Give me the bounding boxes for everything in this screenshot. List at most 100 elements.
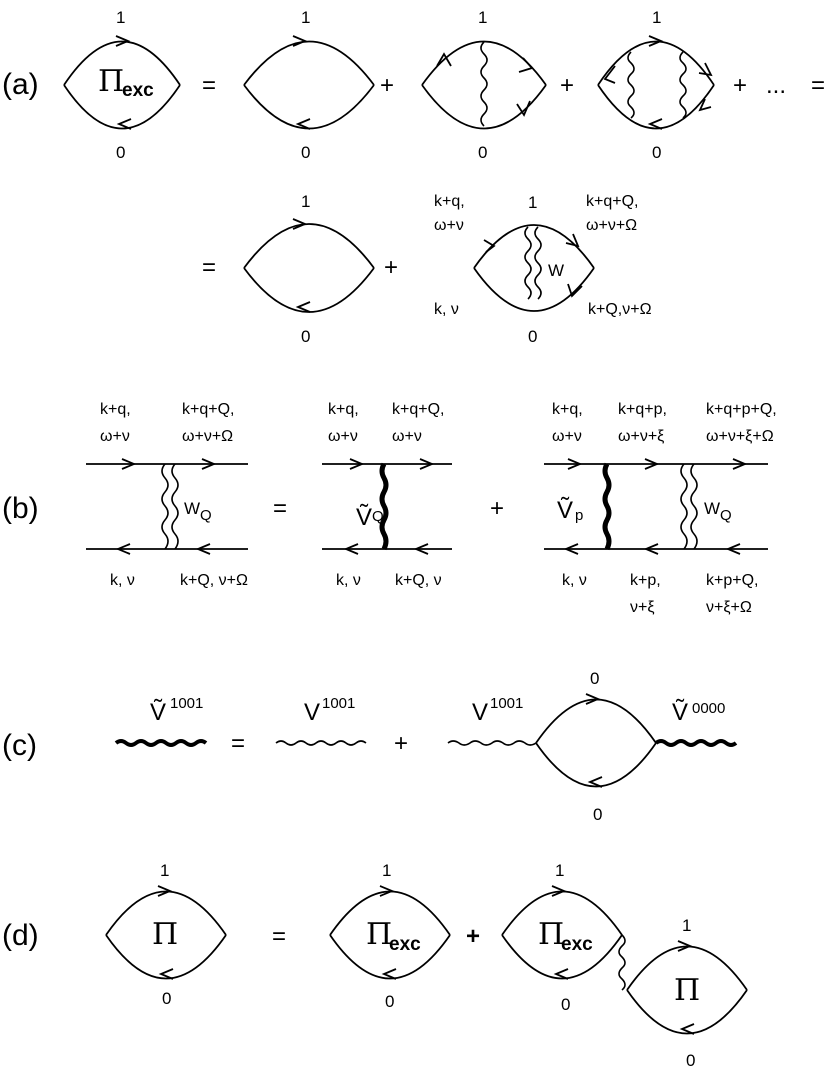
d2-pi-sub: exc — [389, 934, 421, 955]
a-plus-1: + — [380, 72, 394, 99]
a-row2-W: W — [548, 261, 564, 280]
d3-label-1: 1 — [555, 861, 564, 880]
a6-label-bl: k, ν — [434, 301, 459, 318]
b2-Vtilde: Ṽ — [356, 504, 372, 531]
c-V-2-sup: 1001 — [490, 695, 523, 712]
b-plus: + — [490, 495, 504, 522]
c-label-0-top: 0 — [590, 669, 599, 688]
b3-p: p — [575, 507, 583, 524]
b3-b1: k, ν — [562, 572, 587, 589]
d2-pi: Π — [366, 917, 392, 952]
d3-pi-sub: exc — [561, 934, 593, 955]
a6-label-tr2: ω+ν+Ω — [586, 217, 637, 234]
b3-t3b: ω+ν+ξ+Ω — [706, 428, 774, 445]
a-row2-bubble-bare: 1 0 — [243, 192, 375, 346]
c-V-1001: V 1001 — [275, 695, 367, 746]
a3-label-0: 0 — [478, 143, 487, 162]
a-plus-4: + — [384, 254, 398, 281]
b3-b2a: k+p, — [630, 572, 661, 589]
b1-t1a: k+q, — [100, 401, 131, 418]
c-Vtilde-1-sup: 1001 — [170, 695, 203, 712]
b2-t2b: ω+ν — [392, 428, 422, 445]
panel-label-a: (a) — [2, 68, 39, 101]
c-Vtilde-1-sym: Ṽ — [150, 699, 166, 726]
c-Vtilde-1001: Ṽ 1001 — [114, 695, 208, 747]
c-plus: + — [394, 730, 408, 757]
a-bubble-bare: 1 0 — [243, 8, 375, 162]
c-V-1-sym: V — [304, 699, 320, 726]
b3-t3a: k+q+p+Q, — [706, 401, 777, 418]
b3-Q: Q — [720, 507, 732, 524]
a4-label-1: 1 — [652, 8, 661, 27]
c-eq: = — [231, 730, 245, 757]
a-pi-symbol: Π — [98, 64, 124, 99]
a6-label-tl2: ω+ν — [434, 217, 464, 234]
c-Vtilde-2-sup: 0000 — [692, 700, 725, 717]
b2-t1a: k+q, — [328, 401, 359, 418]
c-rpa-chain: V 1001 0 0 Ṽ 0000 — [447, 669, 738, 824]
b1-t2b: ω+ν+Ω — [182, 428, 233, 445]
a2-label-1: 1 — [301, 8, 310, 27]
a-bubble-ladder-1: 1 0 — [421, 8, 547, 162]
b2-b2: k+Q, ν — [395, 572, 442, 589]
a6-label-tr1: k+q+Q, — [586, 193, 638, 210]
a6-label-0: 0 — [528, 327, 537, 346]
d1-label-0: 0 — [162, 989, 171, 1008]
c-label-0-bottom: 0 — [593, 805, 602, 824]
a5-label-0: 0 — [301, 327, 310, 346]
d3-label-0: 0 — [561, 995, 570, 1014]
b-diagram-WQ: W Q k+q, ω+ν k+q+Q, ω+ν+Ω k, ν k+Q, ν+Ω — [86, 401, 248, 589]
a2-label-0: 0 — [301, 143, 310, 162]
b1-b1: k, ν — [110, 572, 135, 589]
a6-label-tl1: k+q, — [434, 193, 465, 210]
panel-label-d: (d) — [2, 919, 39, 952]
d4-pi: Π — [674, 973, 700, 1008]
a-bubble-ladder-2: 1 0 — [597, 8, 715, 162]
a4-label-0: 0 — [652, 143, 661, 162]
a-ellipsis: ... — [766, 72, 786, 99]
a-pi-sub: exc — [122, 80, 154, 101]
a1-label-1: 1 — [116, 8, 125, 27]
a-eq-1: = — [202, 72, 216, 99]
panel-label-b: (b) — [2, 492, 39, 525]
b3-t1b: ω+ν — [552, 428, 582, 445]
d-bubble-pi: Π 1 0 — [105, 861, 227, 1008]
a6-label-br: k+Q,ν+Ω — [588, 301, 652, 318]
c-Vtilde-2-sym: Ṽ — [672, 699, 688, 726]
d-bubble-pi-exc: Π exc 1 0 — [329, 861, 451, 1011]
d4-label-0: 0 — [686, 1051, 695, 1070]
a-eq-2: = — [811, 72, 825, 99]
d2-label-1: 1 — [382, 861, 391, 880]
b3-Vtilde: Ṽ — [557, 497, 573, 524]
a6-label-1: 1 — [528, 193, 537, 212]
a-bubble-pi-exc: Π exc 1 0 — [63, 8, 181, 162]
d1-label-1: 1 — [160, 861, 169, 880]
b1-Q: Q — [200, 507, 212, 524]
b1-W: W — [184, 499, 200, 518]
b1-b2: k+Q, ν+Ω — [180, 572, 248, 589]
d4-label-1: 1 — [682, 916, 691, 935]
d-eq: = — [272, 923, 286, 950]
b-diagram-chain: Ṽ p W Q k+q, ω+ν k+q+p, ω+ν+ξ k+q+p+Q, ω… — [544, 401, 777, 616]
b3-t2b: ω+ν+ξ — [618, 428, 664, 445]
b3-b3b: ν+ξ+Ω — [706, 599, 752, 616]
b-eq: = — [273, 495, 287, 522]
b1-t1b: ω+ν — [100, 428, 130, 445]
d3-pi: Π — [538, 917, 564, 952]
a-row2-bubble-W: W 1 0 k+q, ω+ν k+q+Q, ω+ν+Ω k, ν k+Q,ν+Ω — [434, 193, 652, 346]
a3-label-1: 1 — [478, 8, 487, 27]
d1-pi: Π — [152, 917, 178, 952]
b2-t1b: ω+ν — [328, 428, 358, 445]
d-plus: + — [466, 923, 480, 950]
c-V-2-sym: V — [472, 699, 488, 726]
b2-b1: k, ν — [336, 572, 361, 589]
b3-t2a: k+q+p, — [618, 401, 667, 418]
a1-label-0: 0 — [116, 143, 125, 162]
a-eq-3: = — [202, 254, 216, 281]
b3-W: W — [704, 499, 720, 518]
c-V-1-sup: 1001 — [322, 695, 355, 712]
b3-b2b: ν+ξ — [630, 599, 655, 616]
d-bubble-pi-exc-chain: Π exc 1 0 Π 1 0 — [501, 861, 748, 1070]
d2-label-0: 0 — [385, 992, 394, 1011]
